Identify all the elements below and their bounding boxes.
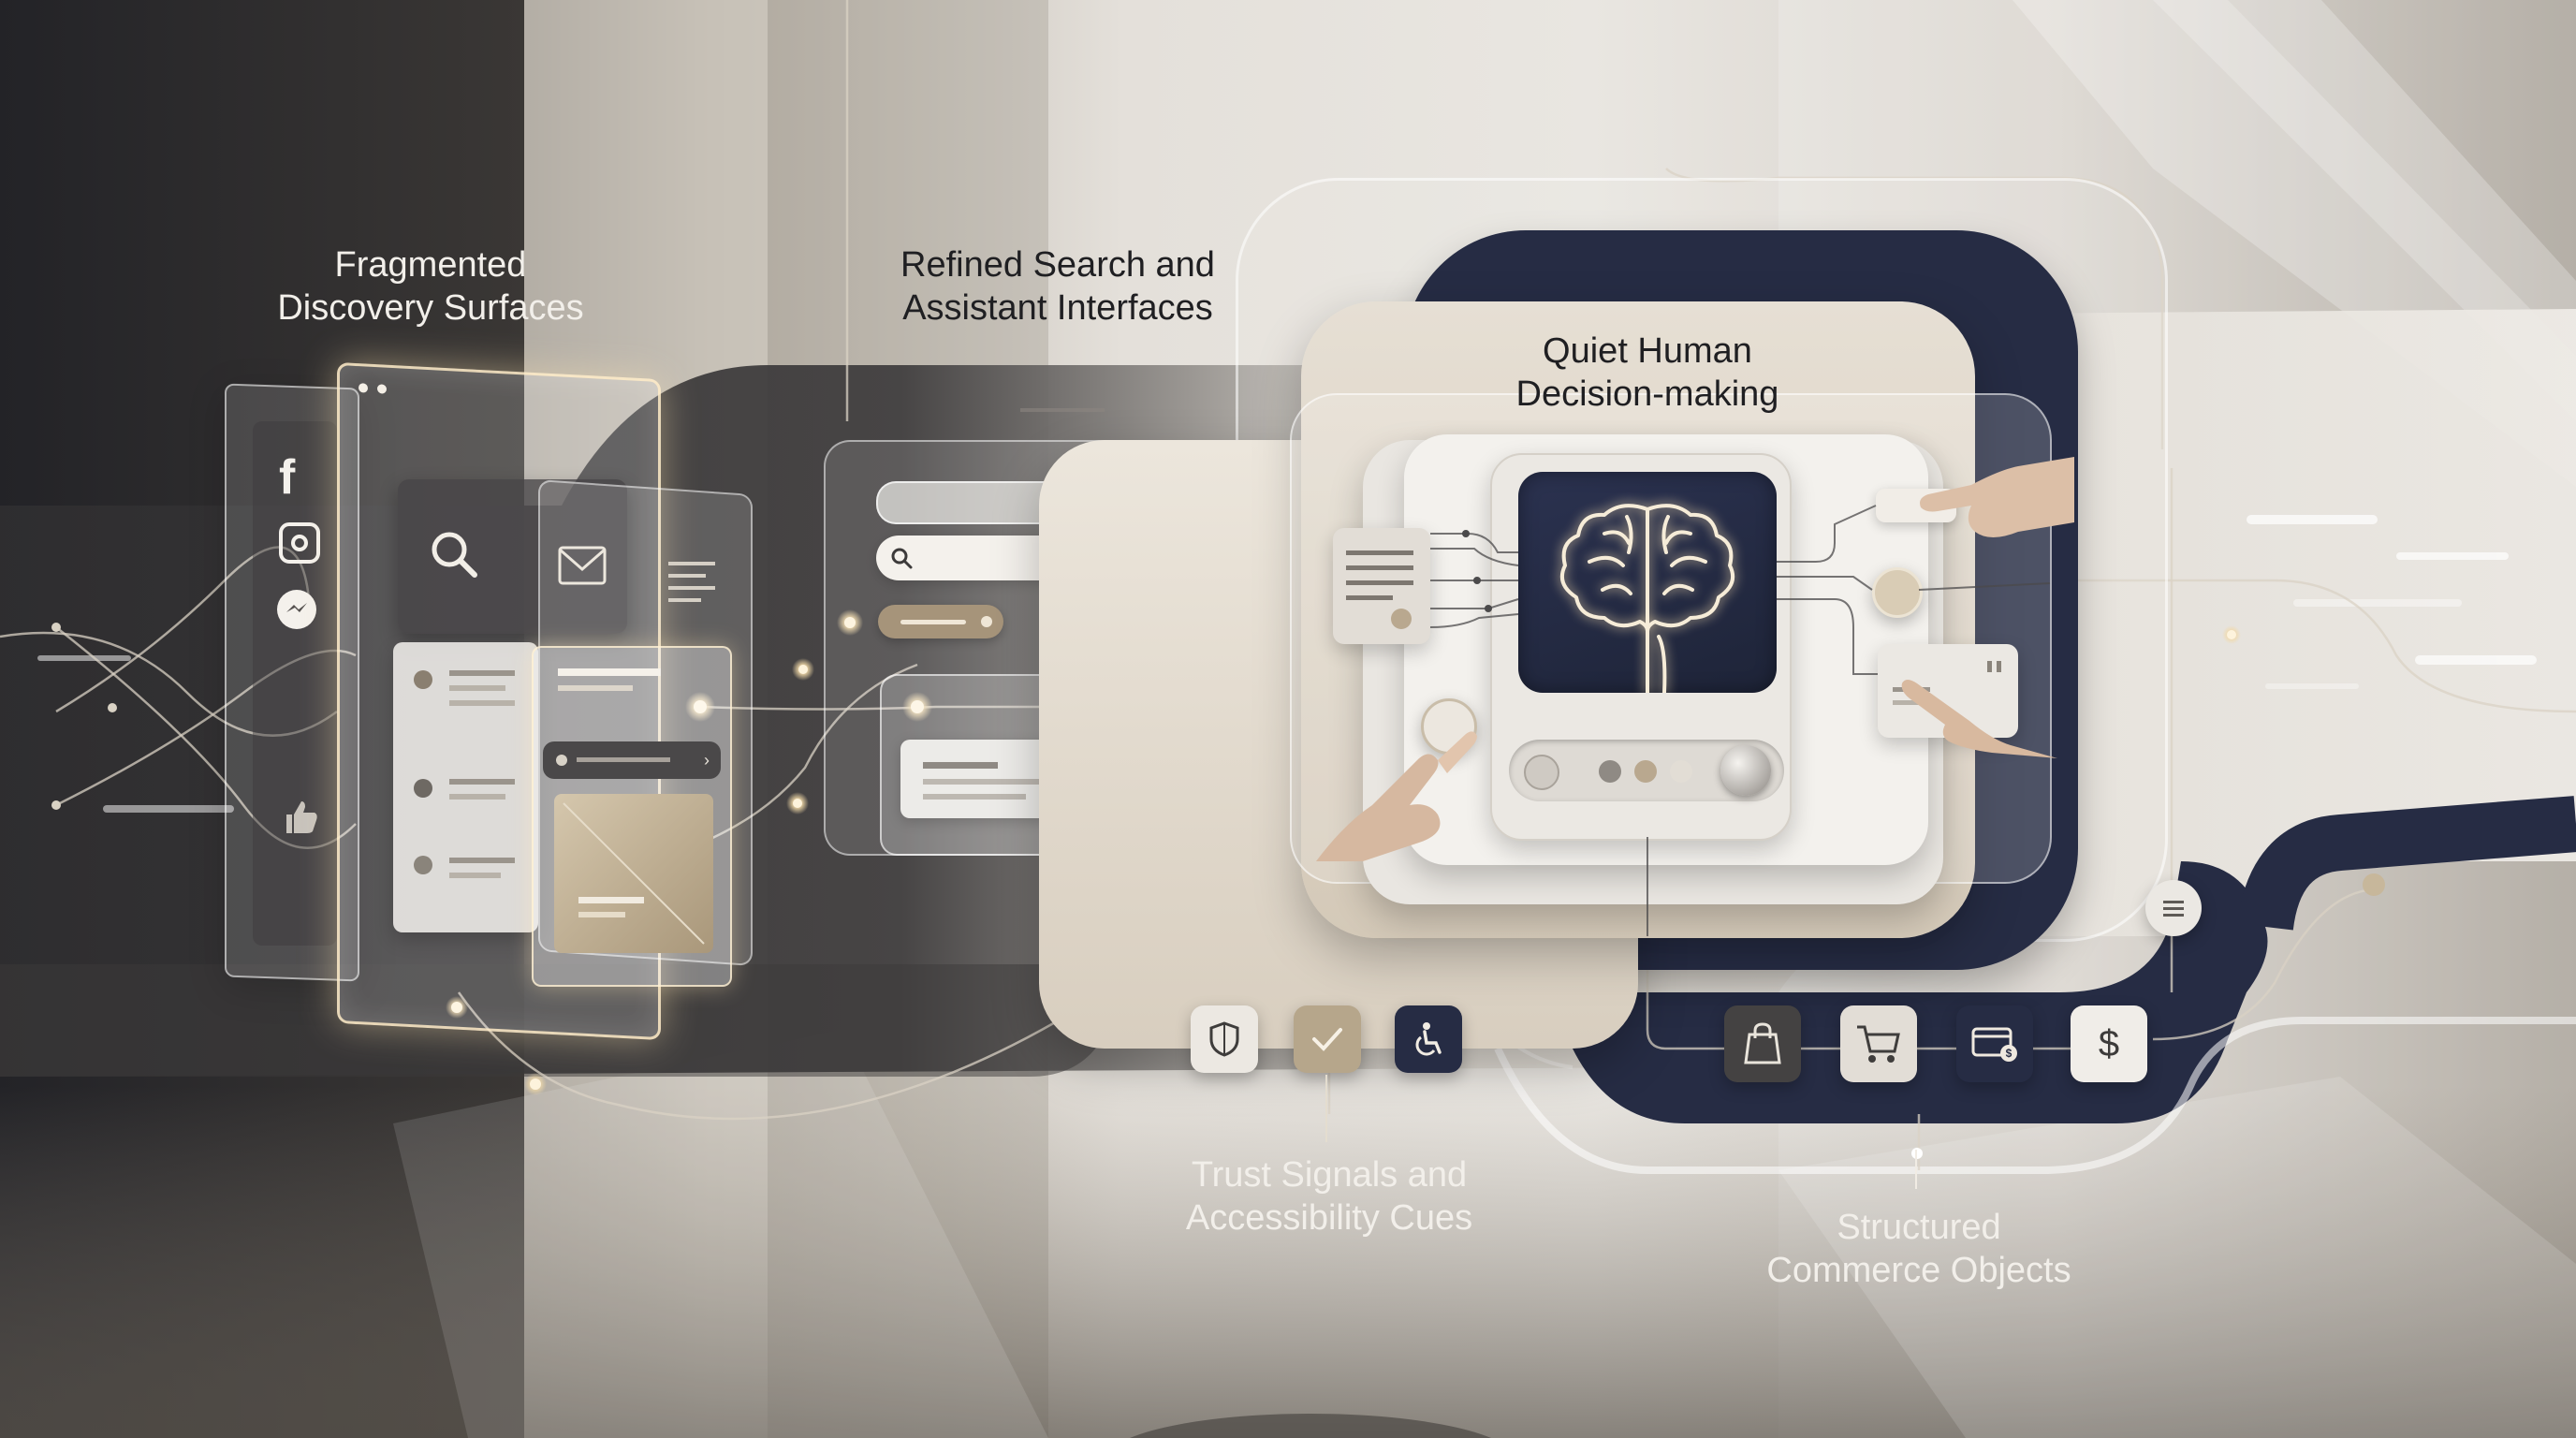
- shield-icon: [1209, 1021, 1239, 1057]
- article-tile: ›: [532, 646, 732, 987]
- search-tile[interactable]: [398, 479, 627, 634]
- facebook-icon[interactable]: f: [279, 450, 296, 505]
- label-structured-commerce: Structured Commerce Objects: [1713, 1206, 2125, 1292]
- bag-button[interactable]: [1724, 1005, 1801, 1082]
- dollar-button[interactable]: $: [2071, 1005, 2147, 1082]
- instagram-icon[interactable]: [279, 522, 320, 564]
- accessibility-button[interactable]: [1395, 1005, 1462, 1073]
- cart-button[interactable]: [1840, 1005, 1917, 1082]
- label-quiet-human: Quiet Human Decision-making: [1432, 330, 1863, 416]
- label-line: Assistant Interfaces: [902, 288, 1213, 328]
- svg-text:$: $: [2006, 1047, 2012, 1060]
- dot-2[interactable]: [1634, 760, 1657, 783]
- check-button[interactable]: [1294, 1005, 1361, 1073]
- credit-card-icon: $: [1971, 1027, 2017, 1062]
- label-line: Accessibility Cues: [1185, 1198, 1473, 1238]
- label-line: Trust Signals and: [1191, 1155, 1468, 1195]
- hand-right-top: [1920, 457, 2074, 537]
- label-trust-signals: Trust Signals and Accessibility Cues: [1123, 1153, 1535, 1240]
- checkmark-icon: [1312, 1028, 1342, 1051]
- power-button[interactable]: [1524, 755, 1559, 790]
- touch-button-right[interactable]: [1872, 567, 1923, 618]
- thumbs-up-icon[interactable]: [281, 796, 322, 837]
- shopping-cart-icon: [1857, 1025, 1900, 1063]
- label-line: Fragmented: [334, 245, 527, 285]
- label-line: Commerce Objects: [1766, 1251, 2071, 1290]
- hand-left: [1316, 731, 1477, 861]
- dot-1[interactable]: [1599, 760, 1621, 783]
- dial-knob[interactable]: [1720, 745, 1771, 796]
- label-line: Discovery Surfaces: [277, 288, 584, 328]
- dollar-icon: $: [2099, 1023, 2119, 1064]
- label-line: Refined Search and: [900, 245, 1215, 285]
- menu-icon: [2163, 901, 2184, 917]
- social-sidebar: [253, 421, 337, 946]
- label-refined-search: Refined Search and Assistant Interfaces: [842, 243, 1273, 330]
- feed-list-tile: [393, 642, 538, 932]
- card-button[interactable]: $: [1956, 1005, 2033, 1082]
- svg-text:$: $: [2099, 1023, 2119, 1064]
- suggestion-chip[interactable]: [878, 605, 1003, 638]
- label-line: Structured: [1837, 1208, 2001, 1247]
- brain-screen: [1518, 472, 1777, 695]
- dot-3[interactable]: [1670, 760, 1692, 783]
- search-icon: [432, 532, 477, 578]
- control-strip: [1509, 740, 1784, 801]
- label-line: Quiet Human: [1543, 331, 1752, 371]
- mail-icon: [558, 546, 607, 585]
- brain-icon: [1560, 504, 1734, 695]
- label-line: Decision-making: [1515, 374, 1779, 414]
- shopping-bag-icon: [1744, 1022, 1781, 1064]
- search-icon: [891, 548, 913, 569]
- document-card[interactable]: [1333, 528, 1430, 644]
- shield-button[interactable]: [1191, 1005, 1258, 1073]
- accessibility-icon: [1415, 1022, 1442, 1056]
- label-fragmented-discovery: Fragmented Discovery Surfaces: [225, 243, 637, 330]
- mini-search-bar[interactable]: ›: [543, 741, 721, 779]
- messenger-icon[interactable]: [277, 590, 316, 629]
- menu-button[interactable]: [2145, 880, 2202, 936]
- hand-right-bottom: [1901, 680, 2057, 758]
- image-card: [554, 794, 713, 953]
- menu-lines-icon: [668, 562, 715, 602]
